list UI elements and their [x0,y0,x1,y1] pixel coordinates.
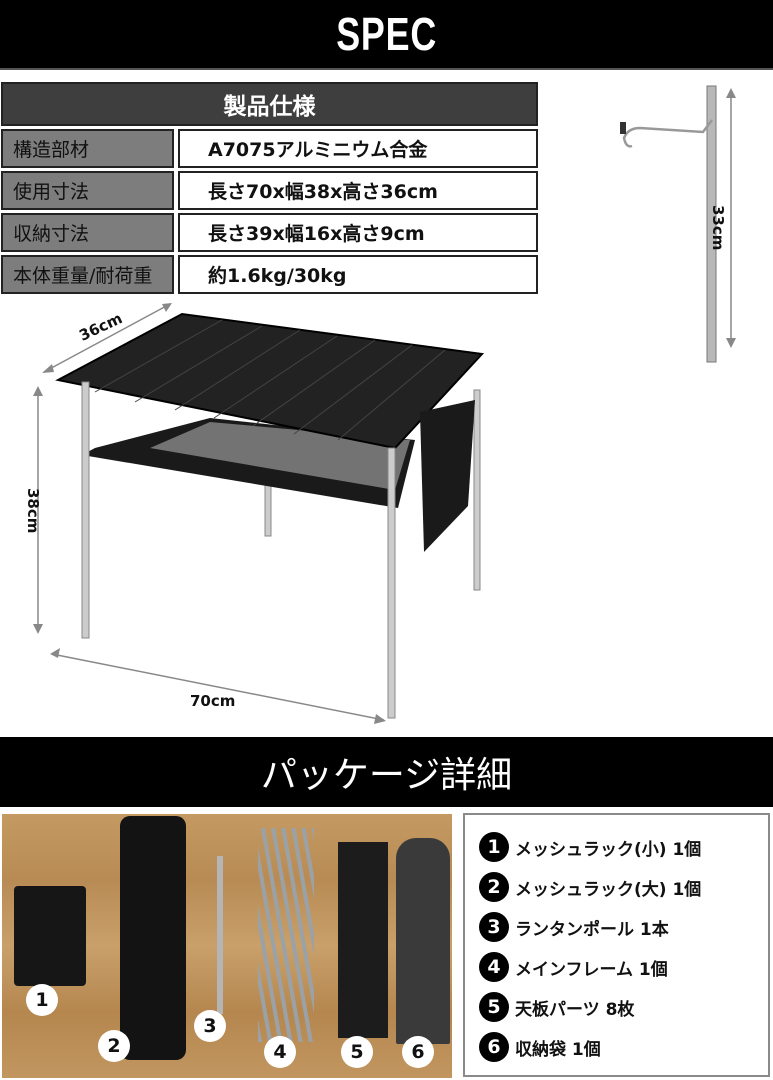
spec-label: 使用寸法 [1,171,174,210]
photo-number-4: 4 [264,1036,296,1068]
number-badge: 1 [479,832,509,862]
list-item: 5 天板パーツ 8枚 [479,987,768,1027]
item-text: メッシュラック(大) 1個 [515,879,702,900]
table-illustration [33,303,485,724]
spec-table-title: 製品仕様 [1,82,538,126]
tabletop-parts-image [338,842,388,1038]
number-badge: 3 [479,912,509,942]
storage-bag-image [396,838,450,1044]
number-badge: 6 [479,1032,509,1062]
number-badge: 2 [479,872,509,902]
length-label: 70cm [190,692,236,710]
item-text: 天板パーツ 8枚 [515,999,635,1020]
product-illustration: 36cm 38cm 70cm [0,290,773,730]
package-contents-photo: 1 2 3 4 5 6 [2,814,452,1078]
item-text: ランタンポール 1本 [515,919,669,940]
package-contents-list: 1 メッシュラック(小) 1個 2 メッシュラック(大) 1個 3 ランタンポー… [463,813,770,1077]
list-item: 3 ランタンポール 1本 [479,907,768,947]
spec-value: 約1.6kg/30kg [178,255,538,294]
photo-number-3: 3 [194,1010,226,1042]
lantern-pole-illustration [620,85,736,363]
item-text: メッシュラック(小) 1個 [515,839,702,860]
spec-value: A7075アルミニウム合金 [178,129,538,168]
spec-row-weight: 本体重量/耐荷重 約1.6kg/30kg [1,255,538,294]
mesh-rack-large-image [120,816,186,1060]
package-title: パッケージ詳細 [260,755,513,796]
spec-row-storage-size: 収納寸法 長さ39x幅16x高さ9cm [1,213,538,252]
spec-label: 収納寸法 [1,213,174,252]
spec-label: 構造部材 [1,129,174,168]
photo-number-6: 6 [402,1036,434,1068]
list-item: 1 メッシュラック(小) 1個 [479,827,768,867]
photo-number-2: 2 [98,1030,130,1062]
spec-title: SPEC [336,8,437,60]
list-item: 2 メッシュラック(大) 1個 [479,867,768,907]
item-text: 収納袋 1個 [515,1039,601,1060]
spec-row-use-size: 使用寸法 長さ70x幅38x高さ36cm [1,171,538,210]
pole-height-label: 33cm [709,205,727,251]
item-text: メインフレーム 1個 [515,959,668,980]
height-label: 38cm [24,488,42,534]
spec-value: 長さ70x幅38x高さ36cm [178,171,538,210]
spec-label: 本体重量/耐荷重 [1,255,174,294]
number-badge: 4 [479,952,509,982]
list-item: 6 収納袋 1個 [479,1027,768,1067]
mesh-rack-small-image [14,886,86,986]
spec-row-material: 構造部材 A7075アルミニウム合金 [1,129,538,168]
number-badge: 5 [479,992,509,1022]
lantern-pole-image [217,856,223,1014]
spec-value: 長さ39x幅16x高さ9cm [178,213,538,252]
spec-table: 製品仕様 構造部材 A7075アルミニウム合金 使用寸法 長さ70x幅38x高さ… [1,82,538,294]
photo-number-5: 5 [341,1036,373,1068]
package-banner: パッケージ詳細 [0,737,773,807]
list-item: 4 メインフレーム 1個 [479,947,768,987]
photo-number-1: 1 [26,984,58,1016]
spec-banner: SPEC [0,0,773,70]
main-frame-image [258,828,314,1042]
